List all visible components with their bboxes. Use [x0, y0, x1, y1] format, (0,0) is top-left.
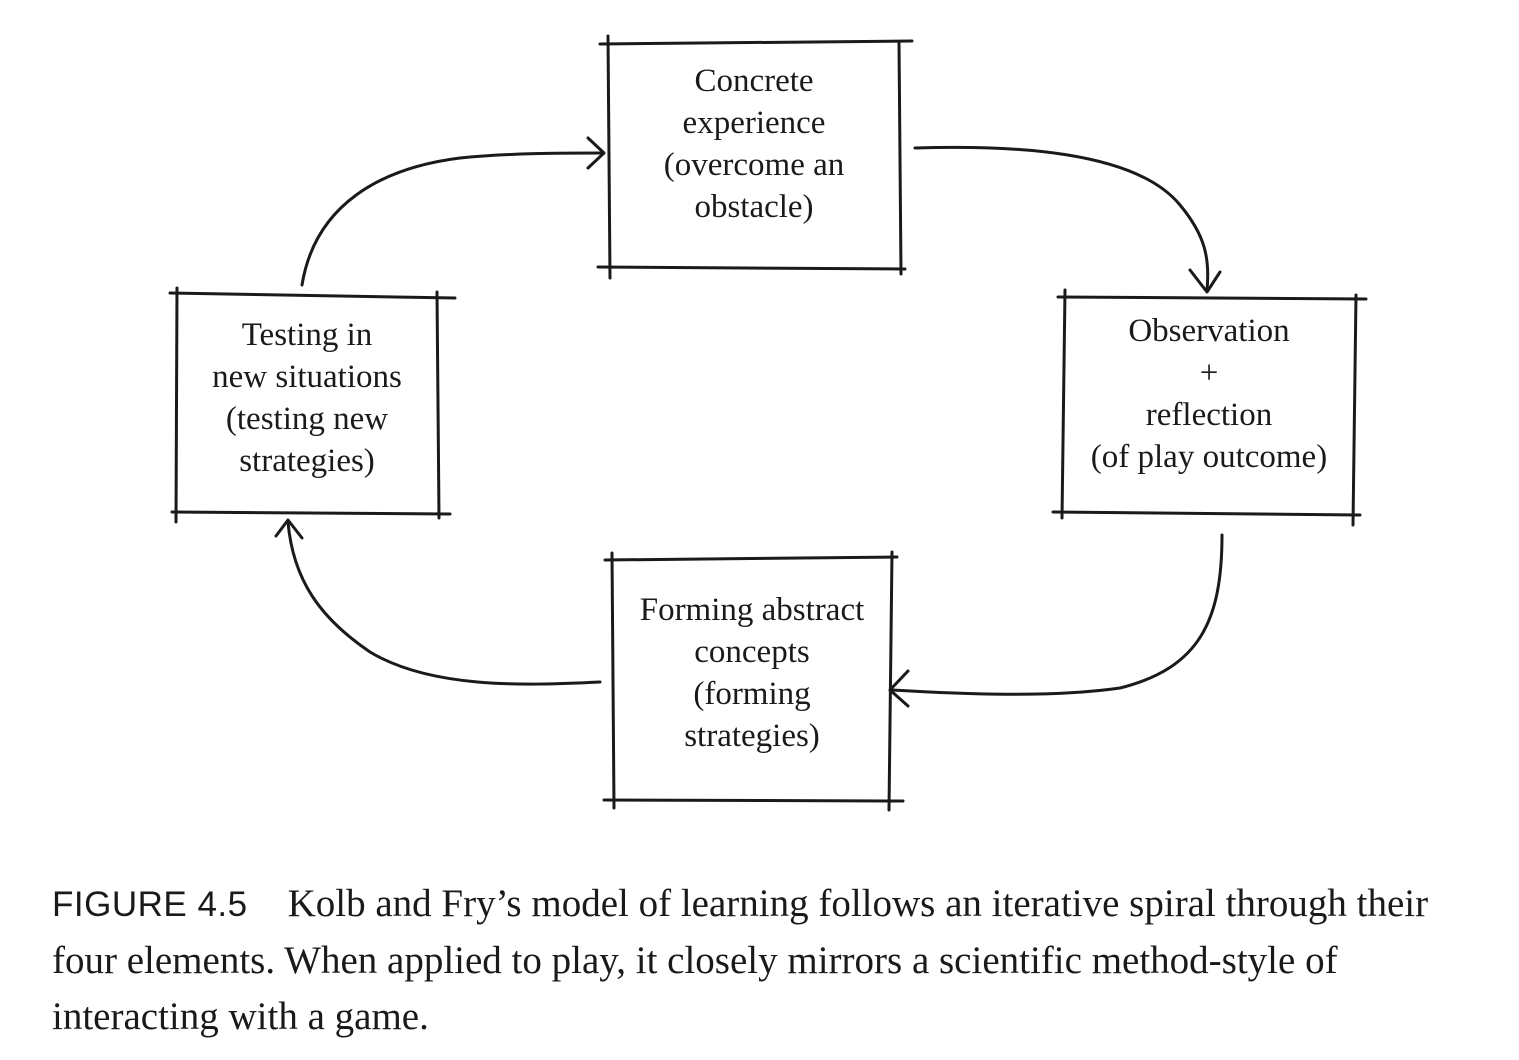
box-forming-abstract-concepts [602, 550, 905, 812]
node-concrete-line-3: (overcome an [663, 147, 845, 183]
node-forming-line-4: strategies) [684, 718, 820, 754]
node-observation-reflection: Observation + reflection (of play outcom… [1066, 310, 1352, 478]
node-forming-abstract-concepts: Forming abstract concepts (forming strat… [614, 589, 890, 757]
node-testing-line-2: new situations [212, 359, 402, 395]
node-forming-line-2: concepts [694, 634, 810, 670]
node-concrete-experience: Concrete experience (overcome an obstacl… [612, 60, 896, 228]
node-concrete-line-2: experience [682, 105, 826, 141]
figure-caption-text: Kolb and Fry’s model of learning follows… [52, 882, 1429, 1038]
node-observation-line-4: (of play outcome) [1090, 439, 1328, 475]
arrow-forming-to-testing [274, 518, 602, 686]
learning-cycle-diagram [168, 34, 1368, 812]
node-observation-line-1: Observation [1128, 313, 1290, 349]
node-testing-new-situations: Testing in new situations (testing new s… [178, 314, 436, 482]
node-concrete-line-4: obstacle) [694, 189, 814, 225]
node-concrete-line-1: Concrete [694, 63, 814, 99]
arrow-observation-to-forming [888, 533, 1224, 708]
node-forming-line-3: (forming [693, 676, 811, 712]
node-testing-line-1: Testing in [241, 317, 373, 353]
node-forming-line-1: Forming abstract [639, 592, 865, 628]
box-concrete-experience [596, 34, 914, 280]
box-observation-reflection [1051, 288, 1368, 527]
box-testing-new-situations [168, 286, 457, 524]
node-testing-line-4: strategies) [239, 443, 375, 479]
node-testing-line-3: (testing new [225, 401, 389, 437]
node-observation-line-3: reflection [1145, 397, 1273, 433]
arrow-concrete-to-observation [913, 145, 1222, 294]
figure-label: FIGURE 4.5 [52, 885, 248, 924]
arrow-testing-to-concrete [300, 136, 606, 287]
node-observation-line-2: + [1199, 355, 1219, 391]
